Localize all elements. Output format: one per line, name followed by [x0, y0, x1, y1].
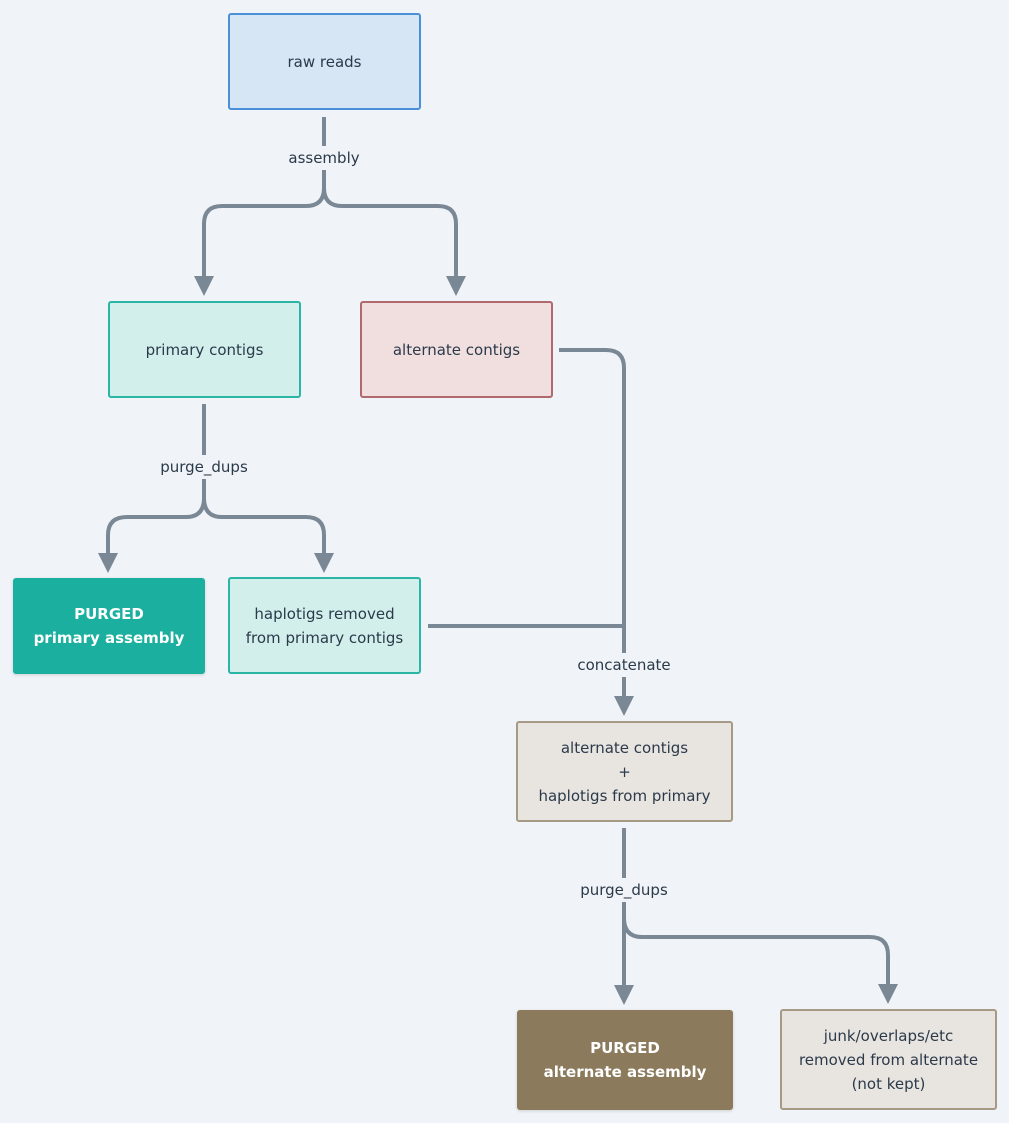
- node-label-line-1: PURGED: [590, 1039, 660, 1057]
- node-label: raw reads: [287, 52, 362, 71]
- edge-alternate-to-concatenate: [559, 348, 634, 716]
- edge-label-purge-dups-alternate: purge_dups: [574, 878, 674, 902]
- primary-contigs-node: primary contigs: [108, 301, 301, 398]
- node-label-line-2: from primary contigs: [245, 628, 404, 647]
- edge-purge-to-haplotigs: [202, 497, 334, 573]
- purged-alternate-assembly-node: PURGED alternate assembly: [517, 1010, 733, 1110]
- edge-label-purge-dups-primary: purge_dups: [154, 455, 254, 479]
- edge-assembly-to-alternate: [322, 187, 466, 296]
- edge-assembly-to-primary: [194, 187, 326, 296]
- node-label-line-2: +: [618, 762, 631, 781]
- purged-primary-assembly-node: PURGED primary assembly: [13, 578, 205, 674]
- haplotigs-removed-node: haplotigs removed from primary contigs: [228, 577, 421, 674]
- node-label-line-1: haplotigs removed: [254, 604, 395, 623]
- edge-label-concatenate: concatenate: [571, 653, 677, 677]
- node-label-line-3: (not kept): [851, 1074, 926, 1093]
- concatenated-contigs-node: alternate contigs + haplotigs from prima…: [516, 721, 733, 822]
- edge-label-assembly: assembly: [282, 146, 366, 170]
- edge-purge-to-junk: [622, 917, 898, 1004]
- node-label: primary contigs: [145, 340, 264, 359]
- node-label-line-1: alternate contigs: [560, 738, 689, 757]
- node-label-line-1: PURGED: [74, 605, 144, 623]
- node-label-line-3: haplotigs from primary: [538, 786, 711, 805]
- node-label-line-2: removed from alternate: [798, 1050, 979, 1069]
- edge-purge-to-purged-primary: [98, 497, 206, 573]
- alternate-contigs-node: alternate contigs: [360, 301, 553, 398]
- node-label-line-2: primary assembly: [33, 629, 185, 647]
- node-label: alternate contigs: [392, 340, 521, 359]
- node-label-line-2: alternate assembly: [543, 1063, 707, 1081]
- junk-removed-node: junk/overlaps/etc removed from alternate…: [780, 1009, 997, 1110]
- raw-reads-node: raw reads: [228, 13, 421, 110]
- node-label-line-1: junk/overlaps/etc: [823, 1026, 954, 1045]
